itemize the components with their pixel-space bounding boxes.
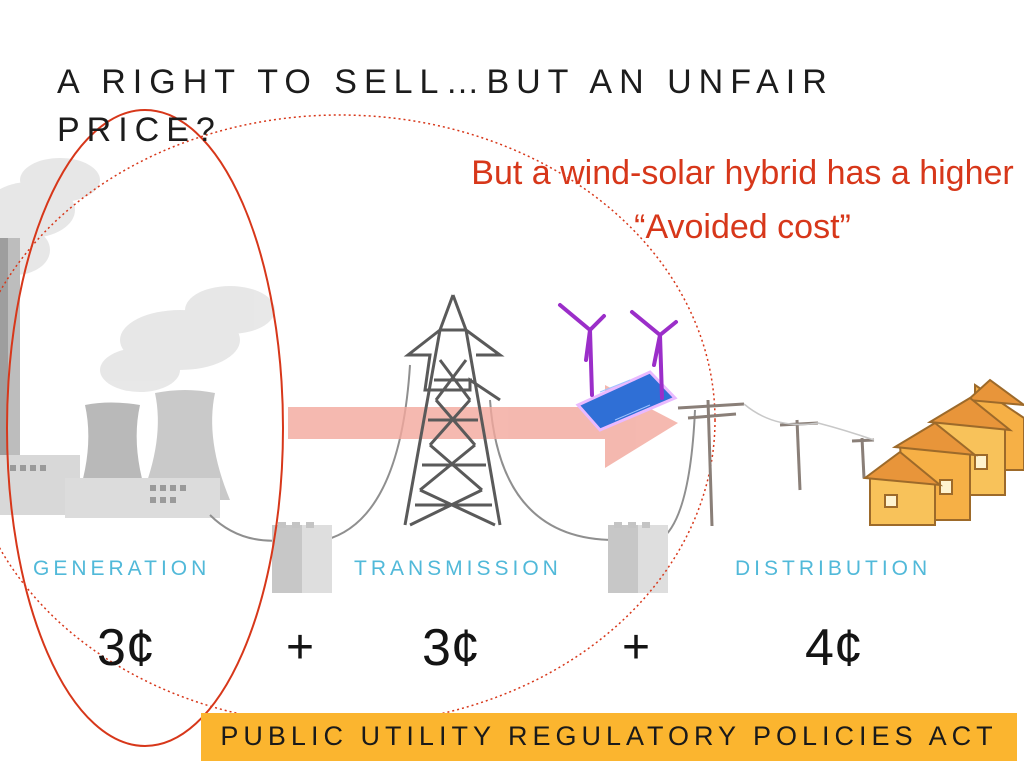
banner-text: PUBLIC UTILITY REGULATORY POLICIES ACT bbox=[220, 721, 998, 751]
wind-solar-hybrid-icon bbox=[558, 303, 678, 432]
price-generation: 3¢ bbox=[97, 619, 155, 677]
stage-label-distribution: DISTRIBUTION bbox=[735, 557, 932, 580]
price-transmission: 3¢ bbox=[422, 619, 480, 677]
stage-label-generation: GENERATION bbox=[33, 557, 211, 580]
transformer-icon bbox=[272, 522, 332, 593]
transformer-icon bbox=[608, 522, 668, 593]
highlight-ellipse bbox=[6, 109, 284, 747]
plus-operator-2: + bbox=[622, 621, 651, 674]
slide-title: A RIGHT TO SELL…BUT AN UNFAIR PRICE? bbox=[57, 63, 834, 149]
transmission-tower-icon bbox=[403, 294, 505, 527]
smoke-icon bbox=[0, 158, 275, 392]
price-distribution: 4¢ bbox=[805, 619, 863, 677]
plus-operator-1: + bbox=[286, 621, 315, 674]
callout-text: But a wind-solar hybrid has a higher “Av… bbox=[471, 154, 1014, 246]
stage-label-transmission: TRANSMISSION bbox=[354, 557, 562, 580]
purpa-banner: PUBLIC UTILITY REGULATORY POLICIES ACT bbox=[201, 713, 1017, 761]
distribution-poles-icon bbox=[677, 399, 875, 527]
houses-icon bbox=[862, 378, 1024, 526]
